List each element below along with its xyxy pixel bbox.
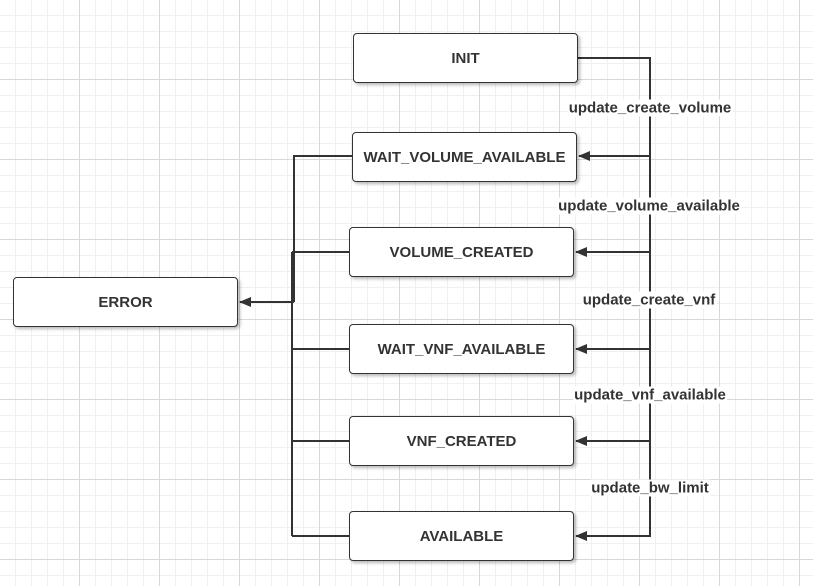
state-init[interactable]: INIT [353,33,578,83]
label-update-vnf-available: update_vnf_available [573,386,727,404]
label-update-create-vnf: update_create_vnf [581,291,717,309]
state-wait-volume-available[interactable]: WAIT_VOLUME_AVAILABLE [352,132,577,182]
label-update-volume-available: update_volume_available [557,197,741,215]
edge-vnf-created-to-available [575,441,651,541]
edge-wait-volume-to-error [293,155,352,302]
state-wait-vnf-available[interactable]: WAIT_VNF_AVAILABLE [349,324,574,374]
label-update-create-volume: update_create_volume [567,99,733,117]
state-available[interactable]: AVAILABLE [349,511,574,561]
label-update-bw-limit: update_bw_limit [590,479,710,497]
state-error[interactable]: ERROR [13,277,238,327]
state-volume-created[interactable]: VOLUME_CREATED [349,227,574,277]
state-vnf-created[interactable]: VNF_CREATED [349,416,574,466]
